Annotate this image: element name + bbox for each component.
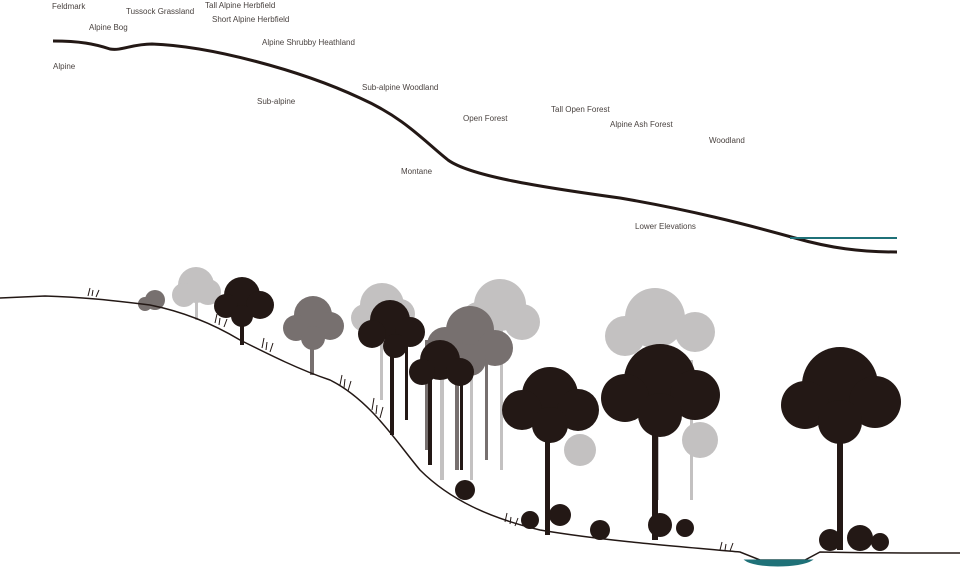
tree [172, 267, 221, 320]
label-montane-zone: Montane [401, 167, 433, 176]
label-short-alpine-herbfield: Short Alpine Herbfield [212, 15, 290, 24]
label-woodland: Woodland [709, 136, 745, 145]
label-open-forest: Open Forest [463, 114, 508, 123]
tree [564, 288, 718, 500]
label-alpine-zone: Alpine [53, 62, 76, 71]
water-pool [743, 559, 814, 567]
label-tall-alpine-herbfield: Tall Alpine Herbfield [205, 1, 276, 10]
label-alpine-shrubby-heathland: Alpine Shrubby Heathland [262, 38, 355, 47]
tree [283, 296, 344, 375]
label-lower-elevations-zone: Lower Elevations [635, 222, 696, 231]
elevation-profile-line [52, 39, 898, 254]
terrain-line [0, 295, 960, 561]
label-sub-alpine-zone: Sub-alpine [257, 97, 296, 106]
tree [214, 277, 274, 345]
tree [502, 367, 599, 535]
tree [781, 347, 901, 550]
label-feldmark: Feldmark [52, 2, 86, 11]
shrub-group [455, 480, 889, 551]
tree-layer-dark [214, 277, 901, 551]
tree [358, 300, 425, 435]
label-tall-open-forest: Tall Open Forest [551, 105, 610, 114]
label-alpine-ash-forest: Alpine Ash Forest [610, 120, 673, 129]
label-tussock-grassland: Tussock Grassland [126, 7, 195, 16]
tree [409, 340, 474, 470]
label-sub-alpine-woodland: Sub-alpine Woodland [362, 83, 439, 92]
grass-tufts [87, 287, 734, 552]
label-alpine-bog: Alpine Bog [89, 23, 128, 32]
tree [601, 344, 720, 540]
